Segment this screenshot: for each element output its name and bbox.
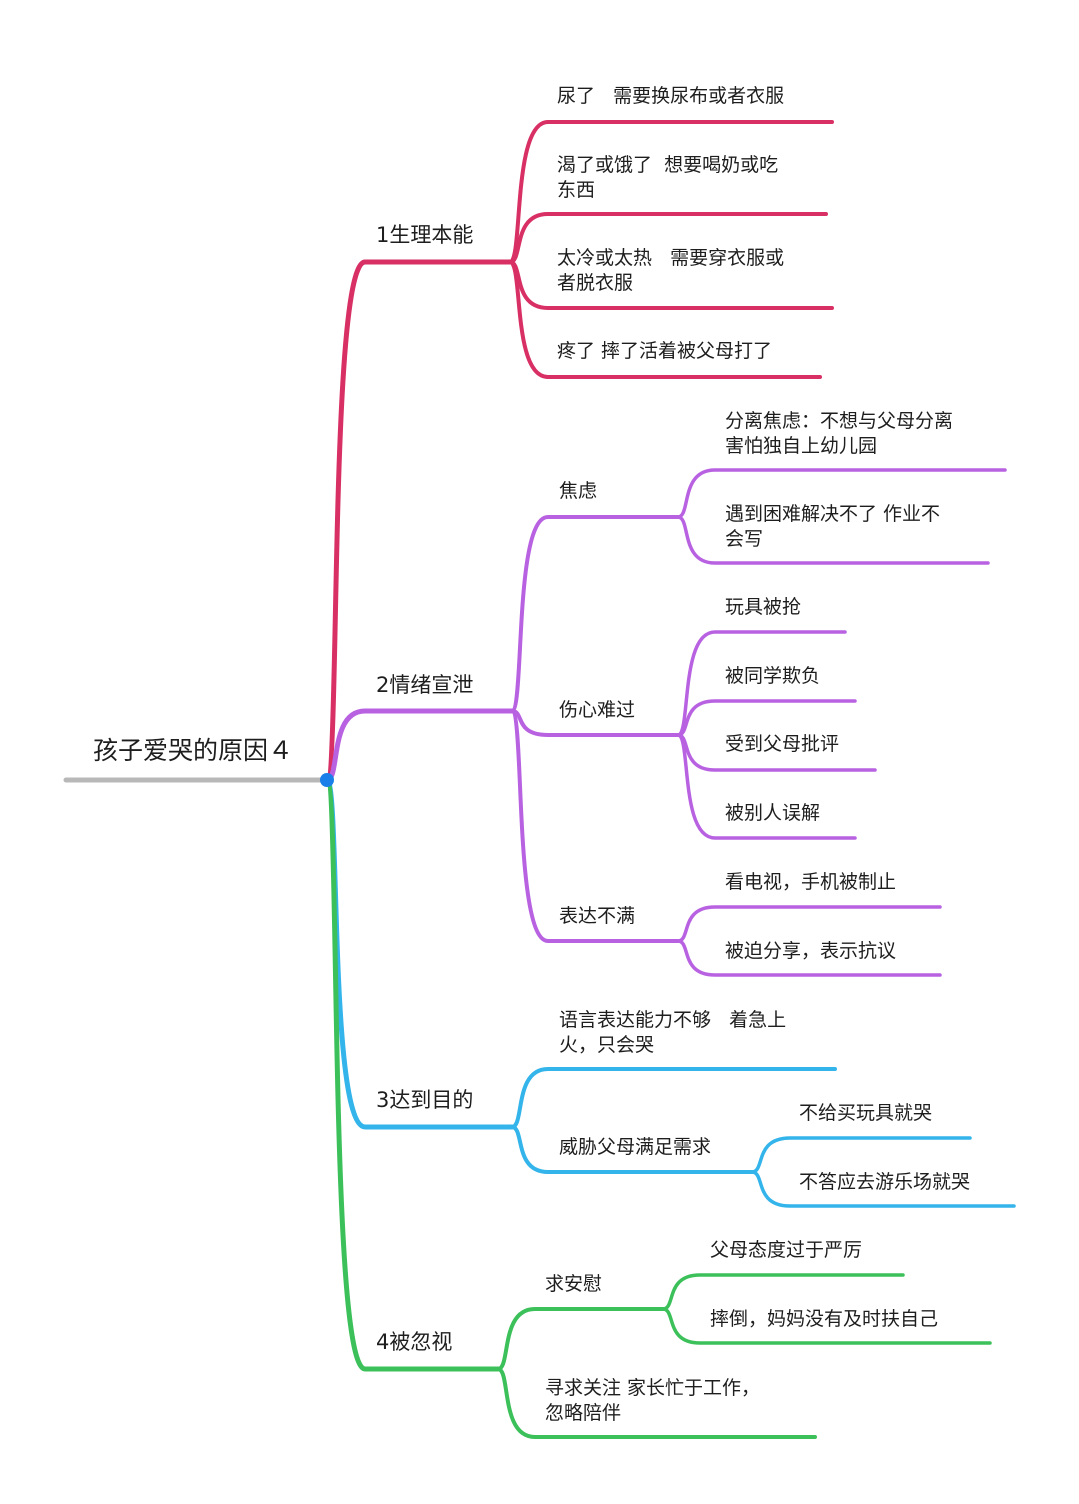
connector-line [661, 1307, 992, 1345]
connector-line [324, 259, 513, 783]
subtopic-threaten[interactable]: 威胁父母满足需求 [559, 1136, 712, 1158]
branch-goal[interactable]: 3达到目的 [376, 1088, 474, 1112]
connector-line [510, 1067, 837, 1129]
leaf-topic[interactable]: 遇到困难解决不了 作业不 会写 [725, 503, 941, 550]
leaf-topic[interactable]: 寻求关注 家长忙于工作， 忽略陪伴 [545, 1377, 761, 1424]
connector-line [676, 699, 857, 737]
connector-line [510, 1125, 754, 1174]
branch-emotional[interactable]: 2情绪宣泄 [376, 673, 474, 697]
connector-line [676, 515, 990, 565]
connector-line [661, 1273, 905, 1311]
leaf-topic[interactable]: 父母态度过于严厉 [710, 1239, 863, 1261]
root-topic[interactable]: 孩子爱哭的原因４ [93, 736, 294, 765]
leaf-topic[interactable]: 不给买玩具就哭 [799, 1102, 933, 1124]
branch-physiological[interactable]: 1生理本能 [376, 223, 474, 247]
subtopic-discontent[interactable]: 表达不满 [559, 905, 636, 927]
connector-line [324, 708, 515, 783]
subtopic-sad[interactable]: 伤心难过 [559, 699, 636, 721]
leaf-topic[interactable]: 不答应去游乐场就哭 [799, 1171, 971, 1193]
leaf-topic[interactable]: 疼了 摔了活着被父母打了 [557, 340, 773, 362]
leaf-topic[interactable]: 玩具被抢 [725, 596, 802, 618]
connector-line [496, 1307, 665, 1371]
leaf-topic[interactable]: 被别人误解 [725, 802, 821, 824]
connector-line [496, 1367, 817, 1439]
connector-line [508, 260, 822, 379]
connector-line [324, 777, 501, 1372]
leaf-topic[interactable]: 太冷或太热 需要穿衣服或 者脱衣服 [557, 247, 785, 294]
leaf-topic[interactable]: 受到父母批评 [725, 733, 840, 755]
connector-line [324, 777, 515, 1130]
subtopic-comfort[interactable]: 求安慰 [545, 1273, 603, 1295]
connector-line [676, 733, 857, 840]
connector-line [750, 1170, 1016, 1208]
subtopic-anxiety[interactable]: 焦虑 [559, 480, 598, 502]
leaf-topic[interactable]: 被迫分享，表示抗议 [725, 940, 897, 962]
leaf-topic[interactable]: 分离焦虑：不想与父母分离 害怕独自上幼儿园 [725, 410, 954, 457]
root-node-dot [320, 773, 334, 787]
leaf-topic[interactable]: 语言表达能力不够 着急上 火，只会哭 [559, 1009, 787, 1056]
connector-line [510, 709, 680, 943]
connector-line [510, 515, 680, 713]
leaf-topic[interactable]: 看电视，手机被制止 [725, 871, 897, 893]
leaf-topic[interactable]: 摔倒，妈妈没有及时扶自己 [710, 1308, 939, 1330]
connector-line [750, 1136, 972, 1174]
connector-line [508, 212, 828, 264]
leaf-topic[interactable]: 尿了 需要换尿布或者衣服 [557, 85, 785, 107]
connector-line [676, 939, 942, 977]
connector-line [676, 905, 942, 943]
connector-line [676, 630, 847, 737]
leaf-topic[interactable]: 渴了或饿了 想要喝奶或吃 东西 [557, 154, 779, 201]
branch-ignored[interactable]: 4被忽视 [376, 1330, 453, 1354]
connector-line [676, 468, 1007, 519]
leaf-topic[interactable]: 被同学欺负 [725, 665, 821, 687]
connector-line [508, 120, 834, 264]
